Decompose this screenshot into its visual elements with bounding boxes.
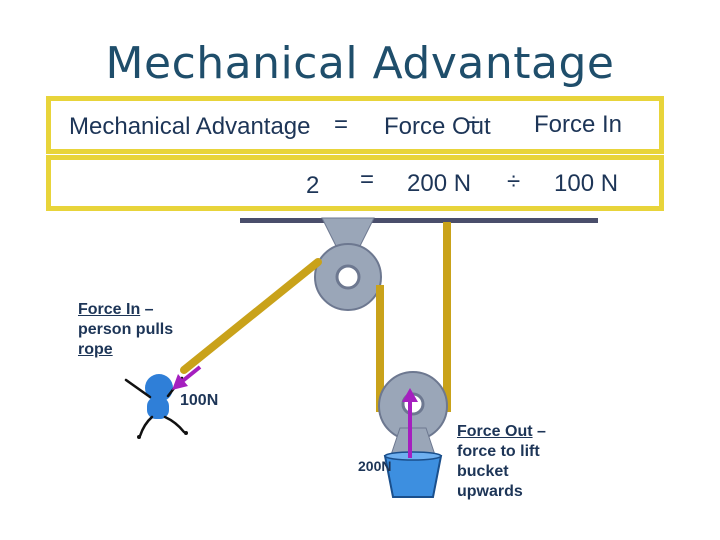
ceiling-bar — [240, 218, 598, 223]
force-out-arrowhead — [402, 388, 418, 402]
force-in-value: 100N — [180, 392, 219, 409]
example-row: 2 = 200 N ÷ 100 N — [46, 155, 664, 211]
example-divide: ÷ — [507, 168, 521, 195]
force-out-desc-line2: force to lift — [457, 443, 540, 460]
force-out-desc-line4: upwards — [457, 483, 523, 500]
slide-title: Mechanical Advantage — [105, 38, 615, 89]
load-value: 200N — [358, 458, 392, 474]
formula-force-in: Force In — [534, 111, 623, 138]
example-result: 2 — [306, 172, 320, 199]
force-in-note: Force In – person pulls rope — [78, 300, 198, 360]
force-in-desc-line3: rope — [78, 341, 113, 358]
example-force-out: 200 N — [407, 170, 472, 197]
force-out-desc-line3: bucket — [457, 463, 509, 480]
formula-force-out: Force Out — [384, 113, 491, 140]
formula-row: Mechanical Advantage = Force Out ÷ Force… — [46, 96, 664, 154]
example-equals: = — [360, 166, 375, 193]
force-in-arrowhead — [172, 374, 188, 390]
bucket — [383, 455, 443, 498]
force-out-title: Force Out — [457, 423, 533, 440]
formula-divide: ÷ — [467, 109, 481, 136]
force-in-desc-line2: person pulls — [78, 321, 174, 338]
force-in-arrow — [178, 365, 202, 385]
top-pulley-hub — [335, 264, 361, 290]
force-out-dash: – — [532, 423, 546, 440]
top-pulley-mount — [321, 217, 375, 247]
force-out-note: Force Out – force to lift bucket upwards — [457, 422, 587, 502]
force-in-dash: – — [140, 301, 154, 318]
bucket-rim — [384, 451, 442, 461]
example-force-in: 100 N — [554, 170, 619, 197]
force-in-title: Force In — [78, 301, 141, 318]
pull-rope — [180, 258, 322, 374]
formula-lhs: Mechanical Advantage — [69, 113, 311, 140]
formula-equals: = — [334, 111, 349, 138]
